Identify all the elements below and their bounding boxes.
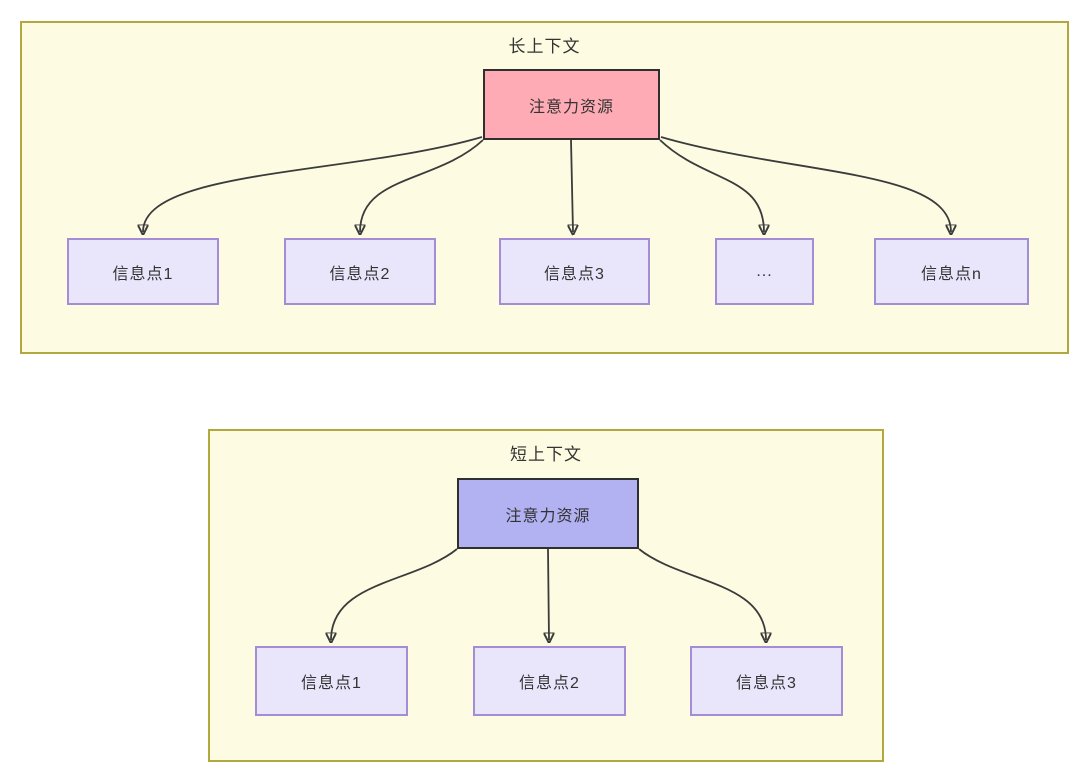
arrow-to-info-1	[143, 136, 483, 232]
arrow-to-info-1	[331, 548, 458, 640]
panel-long-context: 长上下文 注意力资源 信息点1 信息点2 信息点3 ... 信息点n	[20, 21, 1069, 354]
arrow-to-info-dots	[659, 139, 764, 232]
info-node-3: 信息点3	[690, 646, 843, 716]
arrow-to-info-2	[548, 548, 549, 640]
info-node-1: 信息点1	[67, 238, 219, 305]
panel-long-context-title: 长上下文	[508, 37, 581, 56]
info-node-2: 信息点2	[473, 646, 626, 716]
arrow-to-info-3	[638, 548, 766, 640]
info-node-ellipsis: ...	[715, 238, 814, 305]
panel-short-context-title: 短上下文	[510, 445, 582, 464]
info-node-2: 信息点2	[284, 238, 436, 305]
info-node-1: 信息点1	[255, 646, 408, 716]
info-node-3: 信息点3	[499, 238, 650, 305]
panel-short-context: 短上下文 注意力资源 信息点1 信息点2 信息点3	[208, 429, 884, 762]
info-node-n: 信息点n	[874, 238, 1029, 305]
arrow-to-info-3	[571, 139, 573, 232]
arrow-to-info-n	[660, 136, 951, 232]
attention-resource-node-short: 注意力资源	[457, 478, 639, 549]
attention-resource-node-long: 注意力资源	[483, 69, 660, 140]
arrow-to-info-2	[360, 139, 484, 232]
